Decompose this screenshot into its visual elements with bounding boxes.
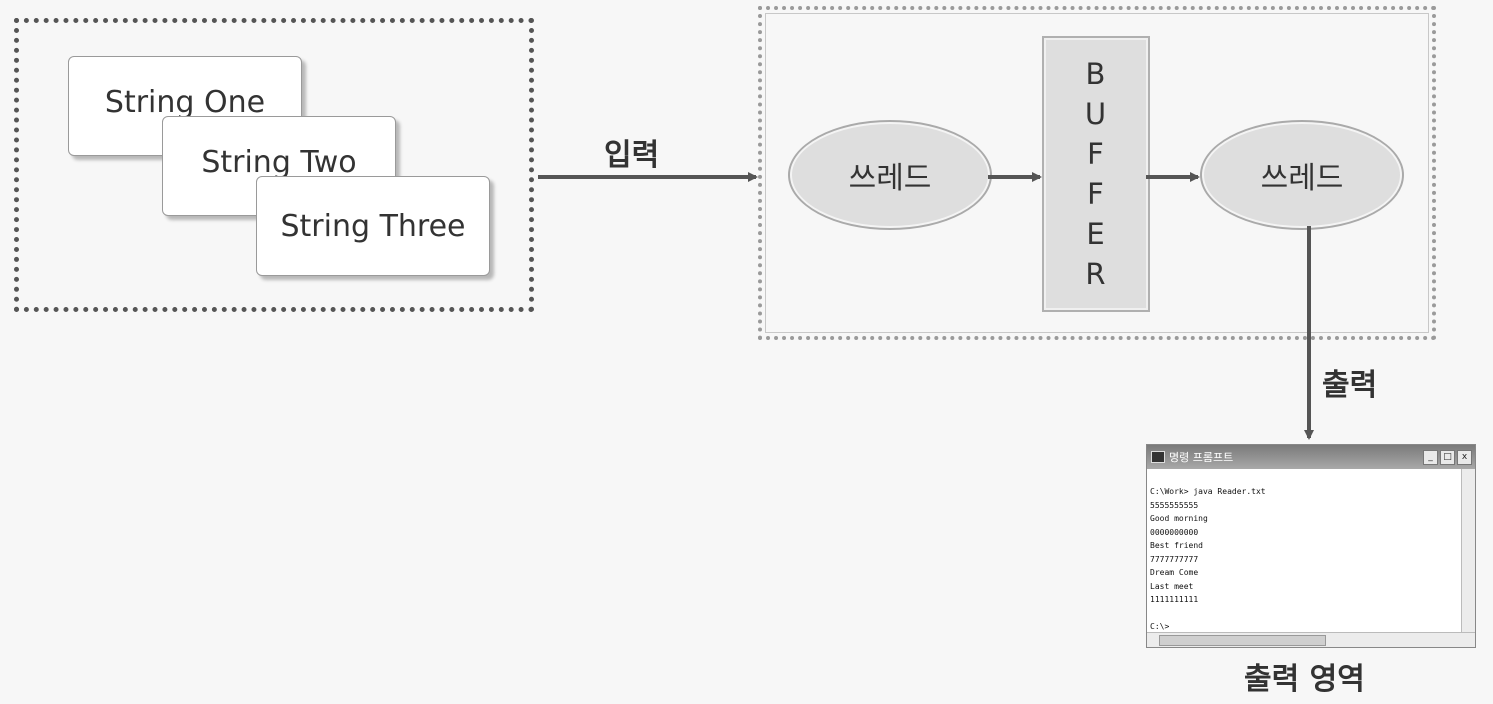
- console-title: 명령 프롬프트: [1169, 451, 1234, 464]
- console-line: Dream Come: [1150, 568, 1199, 577]
- console-line: 5555555555: [1150, 500, 1199, 510]
- buffer-letter-u: U: [1084, 97, 1108, 131]
- buffer-node: B U F F E R: [1044, 38, 1148, 310]
- output-label: 출력: [1322, 368, 1378, 403]
- console-output: C:\Work> java Reader.txt 5555555555 Good…: [1147, 469, 1461, 633]
- console-line: Last meet: [1150, 581, 1194, 591]
- console-app-icon: [1151, 451, 1165, 463]
- console-line: 0000000000: [1150, 527, 1199, 537]
- card-string-three: String Three: [256, 176, 490, 276]
- console-vertical-scrollbar[interactable]: [1461, 469, 1475, 633]
- maximize-button[interactable]: □: [1440, 449, 1455, 465]
- buffer-letter-b: B: [1085, 57, 1107, 91]
- input-label: 입력: [604, 138, 660, 173]
- card-string-two-label: String Two: [201, 145, 357, 180]
- console-line: 7777777777: [1150, 554, 1199, 564]
- card-string-one-label: String One: [104, 85, 266, 120]
- output-area-label: 출력 영역: [1244, 662, 1365, 697]
- process-group: [758, 6, 1436, 340]
- console-line: C:\>: [1150, 622, 1170, 631]
- console-line: 1111111111: [1150, 595, 1199, 604]
- buffer-letter-r: R: [1085, 257, 1107, 291]
- thread-right-node: 쓰레드: [1202, 122, 1402, 228]
- buffer-letter-f1: F: [1087, 137, 1105, 171]
- console-horizontal-scrollbar[interactable]: [1147, 632, 1475, 647]
- console-line: Best friend: [1150, 541, 1203, 550]
- console-line: C:\Work> java Reader.txt: [1150, 487, 1266, 496]
- thread-right-label: 쓰레드: [1260, 161, 1344, 196]
- console-window: 명령 프롬프트 _ □ x C:\Work> java Reader.txt 5…: [1146, 444, 1476, 648]
- console-horizontal-scroll-thumb[interactable]: [1159, 635, 1326, 646]
- thread-left-node: 쓰레드: [790, 122, 990, 228]
- console-line: Good morning: [1150, 514, 1208, 523]
- buffer-letter-f2: F: [1087, 177, 1105, 211]
- close-button[interactable]: x: [1457, 449, 1472, 465]
- console-line: [1150, 607, 1461, 621]
- card-string-three-label: String Three: [280, 208, 466, 244]
- thread-left-label: 쓰레드: [848, 161, 932, 196]
- buffer-letter-e: E: [1086, 217, 1106, 251]
- source-strings-group: [14, 18, 534, 312]
- minimize-button[interactable]: _: [1423, 449, 1438, 465]
- console-titlebar[interactable]: 명령 프롬프트 _ □ x: [1147, 445, 1475, 469]
